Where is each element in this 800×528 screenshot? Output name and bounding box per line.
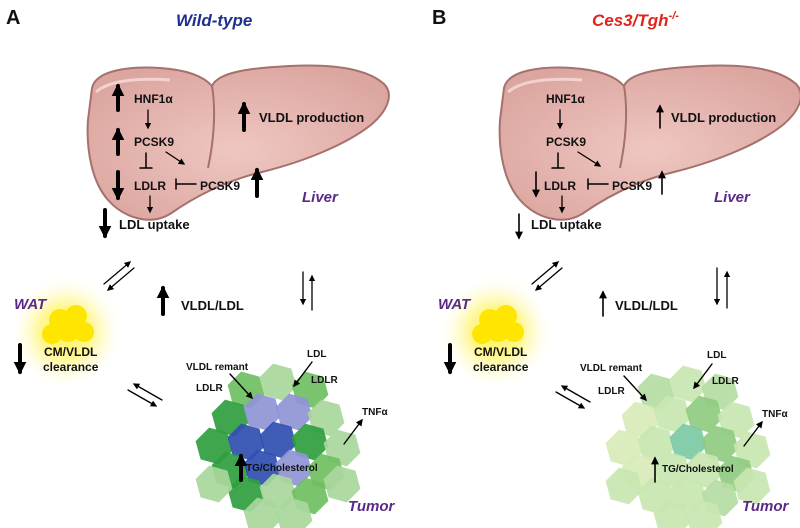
wat-region-label-b: WAT <box>438 296 472 313</box>
tumor-region-label-b: Tumor <box>742 498 790 515</box>
tumor-cell <box>669 365 707 403</box>
panel-a: A Wild-type HNF1α PCSK9 LDLR PCSK9 VLDL … <box>6 7 396 528</box>
tumor-cell <box>259 421 297 459</box>
pcsk9-secreted-inhibits-ldlr-b <box>587 178 609 190</box>
tumor-cell <box>243 393 281 431</box>
tumor-cell <box>195 465 233 503</box>
vldl-remnant-arrow-b <box>623 375 647 402</box>
liver-illustration-b <box>498 64 800 221</box>
wat-illustration-a <box>8 274 124 390</box>
hnf-label-b: HNF1α <box>546 92 585 106</box>
pcsk9-secreted-label-b: PCSK9 <box>612 179 652 193</box>
ldlr-label-b: LDLR <box>544 179 576 193</box>
pcsk9-secreted-inhibits-ldlr-a <box>175 178 197 190</box>
tumor-cell <box>669 423 707 461</box>
liver-region-label-a: Liver <box>302 189 339 206</box>
liver-to-wat-arrow-a <box>107 267 135 291</box>
ldl-arrow-a <box>293 361 313 388</box>
ldlr-label-a: LDLR <box>134 179 166 193</box>
panel-a-title: Wild-type <box>176 11 252 30</box>
panel-b: B Ces3/Tgh-/- HNF1α PCSK9 LDLR PCSK9 VLD… <box>432 7 800 528</box>
pcsk9-secretion-arrow-a <box>165 151 186 165</box>
tg-label-b: TG/Cholesterol <box>662 464 734 475</box>
liver-to-wat-arrow-b <box>535 267 563 291</box>
tumor-region-label-a: Tumor <box>348 498 396 515</box>
ldl-label-a: LDL <box>307 349 326 360</box>
hnf-label-a: HNF1α <box>134 92 173 106</box>
tumor-to-wat-arrow-b <box>560 385 591 403</box>
tumor-cell <box>685 499 723 528</box>
tumor-cell <box>685 395 723 433</box>
ldl-uptake-label-a: LDL uptake <box>119 217 190 232</box>
pcsk9-inhibits-ldlr-a <box>139 152 153 169</box>
tumor-cell-cluster-a <box>195 363 361 528</box>
ldlr-left-label-a: LDLR <box>196 383 223 394</box>
panel-a-letter: A <box>6 7 20 29</box>
panel-b-title-main: Ces3/Tgh <box>592 11 669 30</box>
pcsk9-label-b: PCSK9 <box>546 135 586 149</box>
wat-to-tumor-arrow-a <box>127 389 158 407</box>
tumor-cell <box>275 497 313 528</box>
wat-illustration-b <box>438 274 554 390</box>
liver-illustration-a <box>86 64 390 221</box>
vldl-remnant-label-b: VLDL remant <box>580 363 643 374</box>
wat-region-label-a: WAT <box>14 296 48 313</box>
tnf-arrow-a <box>343 418 363 445</box>
tumor-cell <box>637 425 675 463</box>
pcsk9-inhibits-ldlr-b <box>551 152 565 169</box>
vldl-remnant-arrow-a <box>229 373 253 400</box>
tg-label-a: TG/Cholesterol <box>246 463 318 474</box>
vldl-production-label-b: VLDL production <box>671 110 776 125</box>
ldl-arrow-b <box>693 363 713 390</box>
clearance-line2-b: clearance <box>473 360 529 374</box>
panel-b-letter: B <box>432 7 446 29</box>
ldlr-right-label-b: LDLR <box>712 376 739 387</box>
wat-to-liver-arrow-a <box>103 261 131 285</box>
clearance-line1-b: CM/VLDL <box>474 345 527 359</box>
tumor-cell <box>605 467 643 505</box>
tnf-label-b: TNFα <box>762 409 788 420</box>
tumor-cell <box>275 393 313 431</box>
vldl-ldl-label-b: VLDL/LDL <box>615 298 678 313</box>
vldl-ldl-label-a: VLDL/LDL <box>181 298 244 313</box>
wat-to-tumor-arrow-b <box>555 391 586 409</box>
tumor-cell <box>259 363 297 401</box>
panel-b-title: Ces3/Tgh-/- <box>592 10 679 30</box>
pcsk9-label-a: PCSK9 <box>134 135 174 149</box>
pcsk9-secretion-arrow-b <box>577 151 602 167</box>
tumor-cell <box>733 467 771 505</box>
liver-region-label-b: Liver <box>714 189 751 206</box>
ldlr-right-label-a: LDLR <box>311 375 338 386</box>
vldl-remnant-label-a: VLDL remant <box>186 362 249 373</box>
tumor-cell <box>243 497 281 528</box>
wat-to-liver-arrow-b <box>531 261 559 285</box>
pcsk9-secreted-label-a: PCSK9 <box>200 179 240 193</box>
tumor-cell <box>227 423 265 461</box>
tnf-arrow-b <box>743 420 763 447</box>
tumor-cell <box>291 423 329 461</box>
vldl-production-label-a: VLDL production <box>259 110 364 125</box>
ldl-uptake-label-b: LDL uptake <box>531 217 602 232</box>
tumor-cell <box>323 465 361 503</box>
tnf-label-a: TNFα <box>362 407 388 418</box>
ldl-label-b: LDL <box>707 350 726 361</box>
clearance-line2-a: clearance <box>43 360 99 374</box>
tumor-cell <box>701 425 739 463</box>
clearance-line1-a: CM/VLDL <box>44 345 97 359</box>
panel-b-title-sup: -/- <box>669 10 680 22</box>
tumor-to-wat-arrow-a <box>132 383 163 401</box>
tumor-cell-cluster-b <box>605 365 771 528</box>
tumor-cell <box>653 395 691 433</box>
ldlr-left-label-b: LDLR <box>598 386 625 397</box>
tumor-cell <box>653 499 691 528</box>
